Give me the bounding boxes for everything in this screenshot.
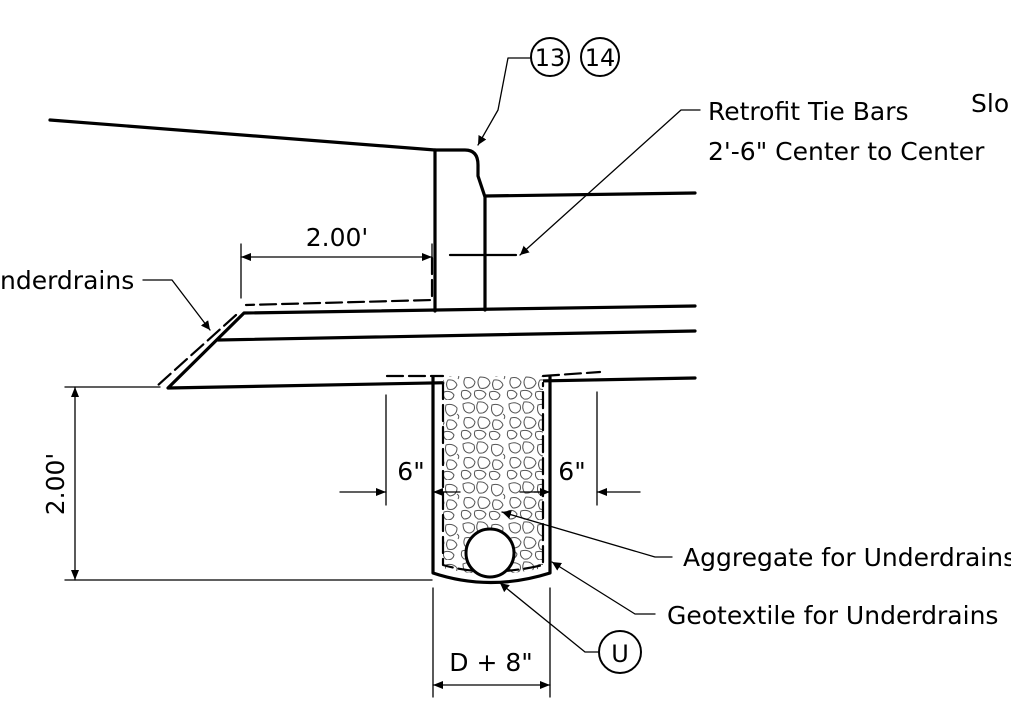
- dim-trench-width-text: D + 8": [449, 648, 533, 677]
- curb-section: [433, 148, 487, 313]
- callout-14: 14: [580, 37, 620, 77]
- dim-offset-width-text: 2.00': [306, 223, 369, 252]
- underdrain-pipe: [464, 527, 516, 579]
- leader-tie-bars: [519, 109, 701, 256]
- dim-offset-width: [240, 243, 433, 299]
- slope-label: Slop: [971, 89, 1011, 118]
- callout-14-text: 14: [585, 44, 616, 72]
- dim-clearance: [339, 391, 641, 506]
- leader-u: [499, 582, 599, 653]
- geotextile-label: Geotextile for Underdrains: [667, 601, 998, 630]
- callout-13-text: 13: [535, 44, 566, 72]
- dim-depth: [64, 386, 433, 581]
- pavement-surface: [48, 118, 697, 198]
- geotextile-upper-line: [155, 256, 434, 388]
- leader-geotextile: [551, 561, 656, 615]
- aggregate-label: Aggregate for Underdrains: [683, 543, 1011, 572]
- dim-right-clearance-text: 6": [558, 457, 585, 486]
- leader-underdrains: [142, 279, 211, 331]
- callout-13: 13: [530, 37, 570, 77]
- tie-bars-label-line2: 2'-6" Center to Center: [708, 137, 985, 166]
- underdrains-label: nderdrains: [0, 266, 134, 295]
- dim-trench-width: [432, 587, 551, 698]
- leader-13-14: [477, 57, 531, 146]
- callout-u: U: [598, 630, 642, 674]
- dim-left-clearance-text: 6": [397, 457, 424, 486]
- leader-aggregate: [501, 510, 673, 558]
- underdrain-trench: [385, 370, 602, 585]
- dim-depth-text: 2.00': [41, 453, 70, 516]
- callout-u-text: U: [611, 640, 629, 668]
- tie-bars-label-line1: Retrofit Tie Bars: [708, 97, 909, 126]
